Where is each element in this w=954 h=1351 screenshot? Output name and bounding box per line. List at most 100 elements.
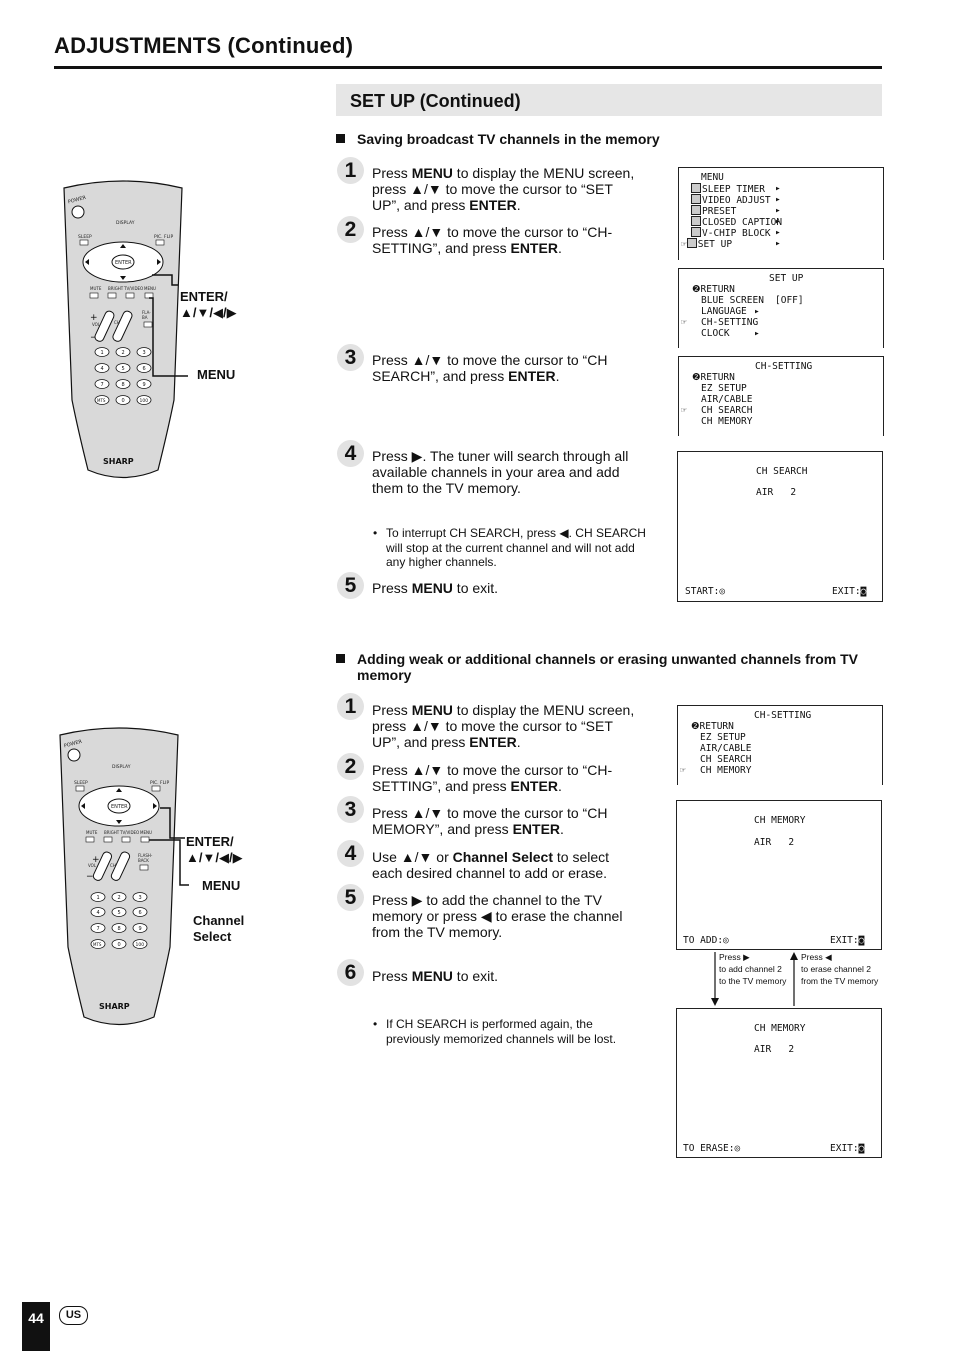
svg-text:5: 5 — [122, 366, 125, 372]
svg-text:DISPLAY: DISPLAY — [112, 764, 131, 770]
part2-heading: Adding weak or additional channels or er… — [336, 651, 876, 683]
screen-chsetting-2: CH-SETTING ❷RETURN EZ SETUP AIR/CABLE CH… — [677, 705, 883, 785]
note-bullet: •If CH SEARCH is performed again, the pr… — [373, 1017, 617, 1046]
svg-text:MTS: MTS — [97, 398, 106, 403]
callout-menu: MENU — [197, 367, 236, 382]
svg-text:+: + — [92, 855, 100, 865]
svg-text:ENTER: ENTER — [115, 260, 132, 266]
svg-text:−: − — [90, 333, 98, 343]
submenu-arrows: ▸▸▸▸▸▸ — [775, 183, 781, 249]
step-text: Press ▲/▼ to move the cursor to “CH SEAR… — [372, 352, 608, 384]
step-text: Use ▲/▼ or Channel Select to select each… — [372, 849, 610, 881]
preset-icon — [691, 205, 701, 215]
svg-text:ENTER: ENTER — [111, 804, 128, 810]
page-number-tab — [22, 1302, 50, 1351]
svg-text:+: + — [90, 313, 98, 323]
svg-text:4: 4 — [97, 910, 100, 916]
remote-control-illustration: POWER DISPLAY SLEEP PIC. FLIP ENTER MUTE… — [59, 727, 189, 1026]
remote-control-illustration: POWER DISPLAY SLEEP PIC. FLIP ENTER MUTE… — [63, 180, 188, 479]
svg-text:6: 6 — [143, 366, 146, 372]
step-text: Press ▶. The tuner will search through a… — [372, 448, 629, 496]
svg-text:MTS: MTS — [93, 942, 102, 947]
svg-text:MUTE: MUTE — [90, 286, 102, 291]
transition-arrows — [711, 952, 798, 1006]
region-badge: US — [59, 1306, 88, 1325]
step-text: Press MENU to display the MENU screen, p… — [372, 702, 635, 750]
step-text: Press ▶ to add the channel to the TV mem… — [372, 892, 623, 940]
svg-text:100: 100 — [136, 942, 145, 948]
step-number: 2 — [337, 753, 364, 780]
step-number: 3 — [337, 796, 364, 823]
callout-enter-arrows: ENTER/ ▲/▼/◀/▶ — [186, 834, 243, 865]
screen-chmemory-erase: CH MEMORY AIR 2 TO ERASE:◎ EXIT:◙ — [676, 1008, 882, 1158]
svg-text:FLASH-: FLASH- — [138, 853, 153, 858]
svg-text:CH: CH — [110, 863, 116, 868]
svg-text:MUTE: MUTE — [86, 830, 98, 835]
step-number: 4 — [337, 840, 364, 867]
svg-text:2: 2 — [122, 350, 125, 356]
svg-text:PIC. FLIP: PIC. FLIP — [154, 234, 173, 240]
svg-text:POWER: POWER — [67, 195, 87, 206]
callout-enter-arrows: ENTER/ ▲/▼/◀/▶ — [180, 289, 237, 320]
svg-text:6: 6 — [139, 910, 142, 916]
svg-text:BACK: BACK — [138, 858, 149, 863]
svg-text:2: 2 — [118, 895, 121, 901]
step-text: Press MENU to exit. — [372, 580, 499, 596]
svg-text:4: 4 — [101, 366, 104, 372]
svg-text:−: − — [86, 872, 94, 882]
screen-chsetting: CH-SETTING ❷RETURN EZ SETUP AIR/CABLE ☞ … — [678, 356, 884, 436]
svg-text:POWER: POWER — [63, 739, 83, 750]
step-text: Press MENU to display the MENU screen, p… — [372, 165, 635, 213]
square-bullet-icon — [336, 134, 345, 143]
section-title: SET UP (Continued) — [350, 91, 521, 111]
video-icon — [691, 194, 701, 204]
svg-text:8: 8 — [118, 926, 121, 932]
svg-text:TV/VIDEO: TV/VIDEO — [119, 830, 139, 835]
svg-text:9: 9 — [143, 382, 146, 388]
step-text: Press ▲/▼ to move the cursor to “CH-SETT… — [372, 224, 613, 256]
title-rule — [54, 66, 882, 69]
step-number: 1 — [337, 157, 364, 184]
svg-text:BRIGHT: BRIGHT — [108, 286, 124, 291]
svg-text:1: 1 — [97, 895, 100, 901]
arrow-note-erase: Press ◀ to erase channel 2 from the TV m… — [801, 952, 879, 986]
screen-setup: SET UP ❷RETURN BLUE SCREEN [OFF] LANGUAG… — [678, 268, 884, 348]
svg-text:MENU: MENU — [140, 830, 152, 835]
page-number: 44 — [28, 1310, 44, 1326]
step-number: 5 — [337, 884, 364, 911]
svg-text:SHARP: SHARP — [103, 457, 134, 466]
svg-text:FLA-: FLA- — [142, 310, 151, 315]
cc-icon — [691, 216, 701, 226]
svg-text:SHARP: SHARP — [99, 1002, 130, 1011]
part1-heading-text: Saving broadcast TV channels in the memo… — [357, 131, 660, 147]
step-number: 2 — [337, 216, 364, 243]
step-text: Press MENU to exit. — [372, 968, 499, 984]
note-bullet: •To interrupt CH SEARCH, press ◀. CH SEA… — [373, 526, 646, 569]
step-number: 1 — [337, 693, 364, 720]
step-number: 6 — [337, 959, 364, 986]
svg-text:SLEEP: SLEEP — [78, 234, 92, 240]
step-text: Press ▲/▼ to move the cursor to “CH-SETT… — [372, 762, 613, 794]
svg-text:BRIGHT: BRIGHT — [104, 830, 120, 835]
timer-icon — [691, 183, 701, 193]
svg-text:VOL: VOL — [88, 863, 97, 868]
page-title: ADJUSTMENTS (Continued) — [54, 33, 354, 58]
svg-text:100: 100 — [140, 398, 149, 404]
svg-text:1: 1 — [101, 350, 104, 356]
step-number: 5 — [337, 572, 364, 599]
svg-text:5: 5 — [118, 910, 121, 916]
svg-text:9: 9 — [139, 926, 142, 932]
callout-menu: MENU — [202, 878, 241, 893]
svg-text:3: 3 — [139, 895, 142, 901]
svg-text:7: 7 — [101, 382, 104, 388]
svg-text:DISPLAY: DISPLAY — [116, 220, 135, 226]
svg-text:TV/VIDEO: TV/VIDEO — [123, 286, 143, 291]
part1-heading: Saving broadcast TV channels in the memo… — [336, 131, 882, 147]
callout-channel-select: Channel Select — [193, 913, 245, 944]
arrow-note-add: Press ▶ to add channel 2 to the TV memor… — [719, 952, 787, 986]
svg-text:VOL: VOL — [92, 322, 101, 327]
step-number: 3 — [337, 344, 364, 371]
svg-text:SLEEP: SLEEP — [74, 780, 88, 786]
step-number: 4 — [337, 440, 364, 467]
svg-text:0: 0 — [122, 398, 125, 404]
